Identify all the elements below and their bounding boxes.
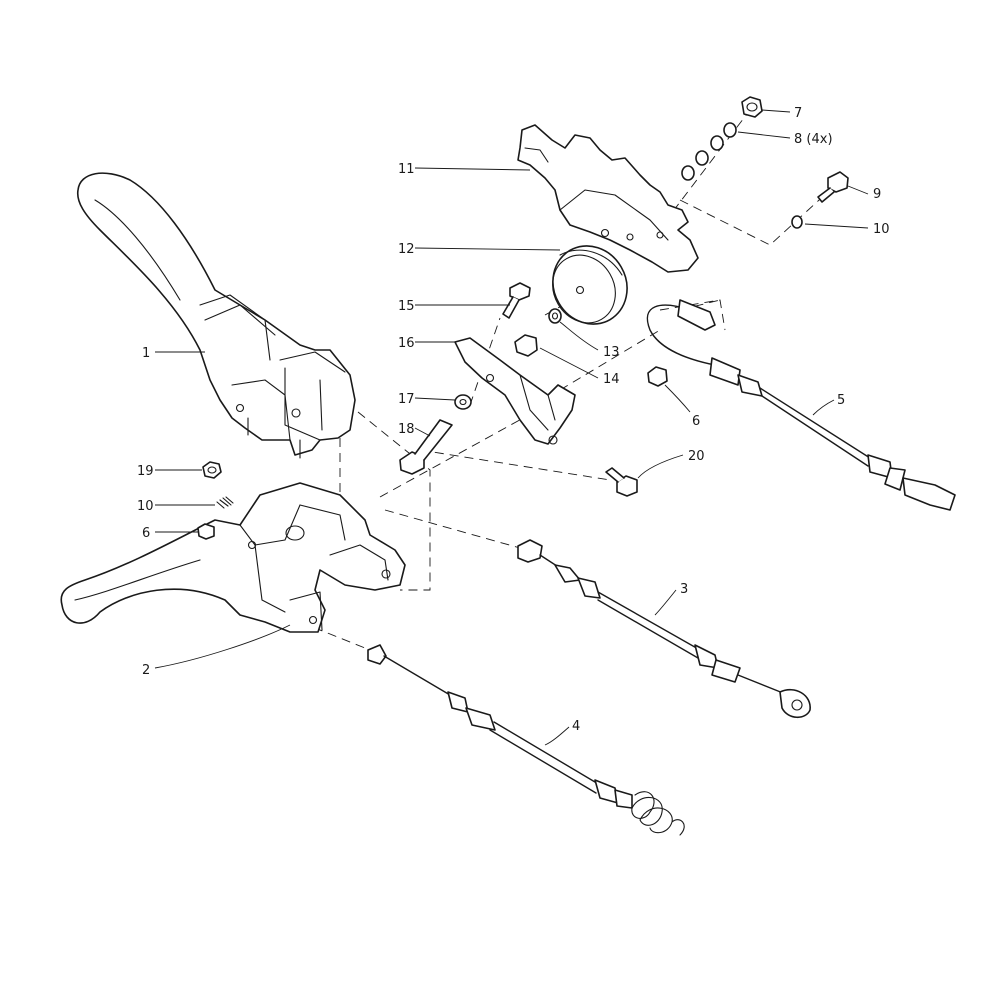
callout-1: 1 [142, 346, 150, 361]
callout-3: 3 [680, 582, 688, 597]
part-1-upper-lever [76, 172, 356, 459]
part-18-bolt [399, 419, 453, 475]
callout-17: 17 [398, 392, 415, 407]
part-7-nut [741, 96, 763, 118]
part-20-bolt [605, 467, 638, 497]
part-11-bracket-plate [517, 124, 699, 273]
part-6-nut-left [197, 523, 215, 540]
callout-10-left: 10 [137, 499, 154, 514]
callout-6-right: 6 [692, 414, 700, 429]
part-14-nut [514, 334, 538, 357]
callout-labels: 1 2 3 4 5 6 6 7 8 (4x) 9 10 10 11 12 13 … [137, 106, 890, 734]
part-10-washer-right [791, 215, 803, 229]
part-6-nut-right [647, 366, 668, 387]
callout-2: 2 [142, 663, 150, 678]
callout-7: 7 [794, 106, 802, 121]
callout-4: 4 [572, 719, 580, 734]
part-19-nut-left [202, 461, 222, 479]
callout-6-left: 6 [142, 526, 150, 541]
part-17-washer [454, 394, 472, 410]
callout-10-right: 10 [873, 222, 890, 237]
callout-5: 5 [837, 393, 845, 408]
part-3-cable [517, 539, 811, 719]
part-8-washers [681, 122, 737, 181]
part-4-cable [367, 644, 685, 836]
callout-16: 16 [398, 336, 415, 351]
part-10-spring-washer-left [216, 496, 234, 509]
callout-15: 15 [398, 299, 415, 314]
callout-20: 20 [688, 449, 705, 464]
part-12-pulley [552, 245, 628, 325]
callout-18: 18 [398, 422, 415, 437]
part-9-bolt [817, 171, 849, 203]
part-2-lower-lever [60, 482, 406, 633]
callout-19: 19 [137, 464, 154, 479]
callout-9: 9 [873, 187, 881, 202]
callout-8: 8 (4x) [794, 132, 833, 147]
part-5-cable [646, 299, 956, 511]
callout-leader-lines [154, 109, 869, 746]
callout-14: 14 [603, 372, 620, 387]
callout-11: 11 [398, 162, 415, 177]
callout-13: 13 [603, 345, 620, 360]
part-16-mounting-bracket [454, 337, 576, 445]
part-15-bolt [502, 282, 531, 319]
callout-12: 12 [398, 242, 415, 257]
part-13-washer [548, 308, 562, 324]
